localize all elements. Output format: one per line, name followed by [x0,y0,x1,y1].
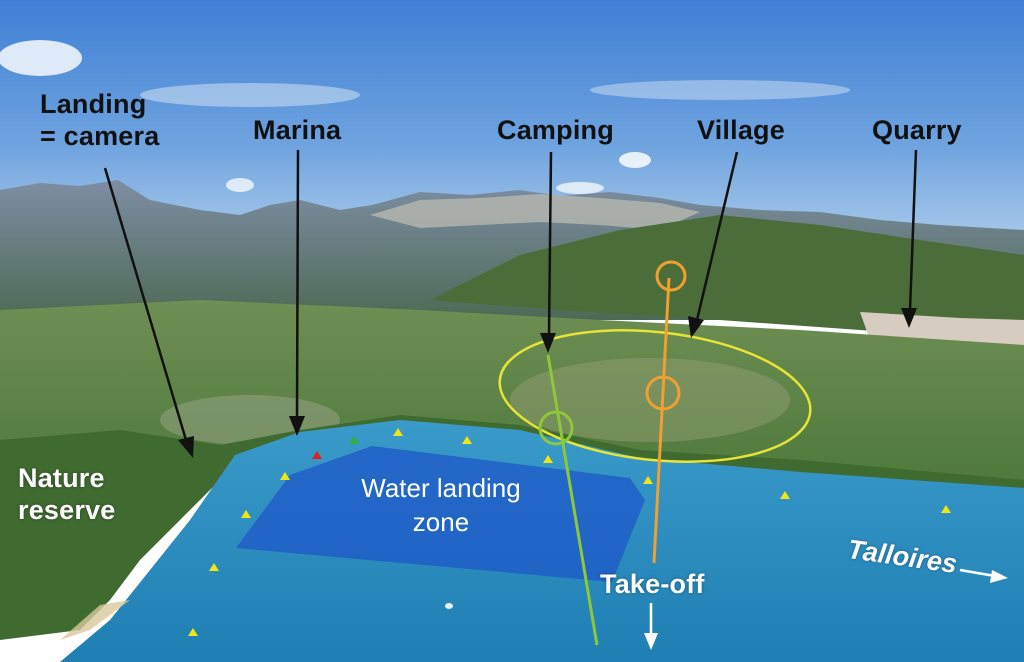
beach [60,600,130,640]
orange-circle-top [655,260,687,292]
orange-circle-mid [645,375,681,411]
rock-cliffs [370,194,700,230]
village-arrow [695,151,739,321]
landing-arrowhead [178,436,194,458]
label-nature-reserve: Nature reserve [18,462,116,526]
yellow-buoy [393,428,403,436]
green-trajectory-line [546,354,599,646]
label-water-landing-zone: Water landing zone [356,471,526,539]
label-landing-line2: = camera [40,121,160,151]
boat [445,603,453,609]
village-arrowhead [688,316,704,338]
yellow-buoy [780,491,790,499]
annotation-arrows [103,149,918,458]
yellow-buoy [280,472,290,480]
label-landing: Landing = camera [40,88,159,152]
water-landing-zone-area [236,446,645,582]
green-circle [538,410,574,446]
quarry-arrow [908,149,918,311]
orange-trajectory-line [652,277,671,564]
marina-arrowhead [289,416,305,436]
cloud [590,80,850,100]
white-arrows [644,568,1008,650]
yellow-buoy [462,436,472,444]
cloud [556,182,604,194]
yellow-buoy [241,510,251,518]
landing-arrow [103,167,188,441]
buoy-markers [188,428,951,636]
label-water-line2: zone [412,507,470,537]
label-village: Village [697,115,785,145]
cloud [0,40,82,76]
camping-arrowhead [540,333,556,353]
label-nature-line1: Nature [18,463,105,493]
red-buoy [312,451,322,459]
label-camping: Camping [497,115,614,145]
yellow-buoy [643,476,653,484]
cloud [140,83,360,107]
cloud [226,178,254,192]
green-buoy [349,436,359,444]
label-landing-line1: Landing [40,89,147,119]
talloires-arrow [959,568,996,578]
yellow-buoy [941,505,951,513]
label-marina: Marina [253,115,342,145]
talloires-arrowhead [990,570,1008,583]
yellow-buoy [188,628,198,636]
label-water-line1: Water landing [361,473,521,503]
quarry-arrowhead [901,308,917,328]
yellow-buoy [209,563,219,571]
label-nature-line2: reserve [18,495,116,525]
marina-arrow [295,149,300,419]
takeoff-arrowhead [644,633,658,650]
label-takeoff: Take-off [600,569,705,599]
cloud [619,152,651,168]
village-ellipse [498,329,812,463]
camping-arrow [547,151,553,336]
forested-slope [430,215,1024,340]
yellow-buoy [543,455,553,463]
label-quarry: Quarry [872,115,962,145]
